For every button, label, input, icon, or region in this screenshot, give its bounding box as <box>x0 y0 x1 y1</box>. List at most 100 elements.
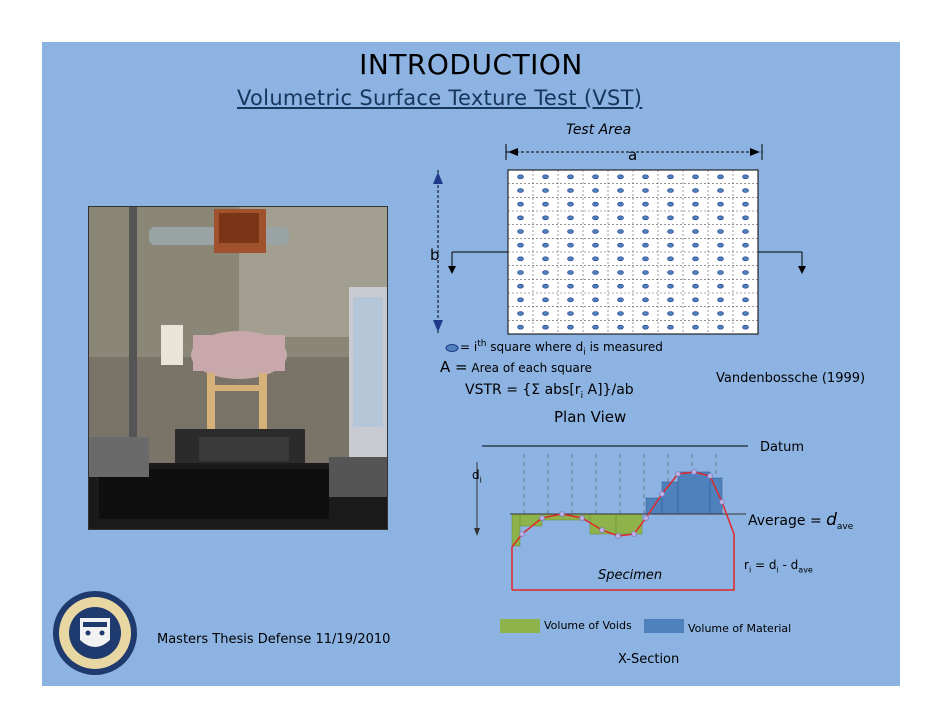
reference-text: Vandenbossche (1999) <box>716 371 865 386</box>
plan-view-caption: Plan View <box>554 408 626 426</box>
grid-point <box>693 230 699 234</box>
material-bar <box>710 478 722 514</box>
measured-square-icon <box>446 345 458 352</box>
grid-point <box>543 284 549 288</box>
grid-point <box>518 257 524 261</box>
grid-point <box>668 325 674 329</box>
material-bar <box>678 472 710 514</box>
grid-point <box>668 189 674 193</box>
grid-point <box>543 312 549 316</box>
grid-point <box>543 175 549 179</box>
profile-point <box>632 532 637 537</box>
grid-point <box>593 284 599 288</box>
grid-point <box>543 271 549 275</box>
grid-point <box>668 202 674 206</box>
grid-point <box>693 325 699 329</box>
grid-point <box>718 189 724 193</box>
profile-point <box>676 472 681 477</box>
voids-fill <box>512 514 642 546</box>
grid-point <box>618 189 624 193</box>
profile-point <box>708 474 713 479</box>
grid-point <box>693 202 699 206</box>
grid-point <box>643 175 649 179</box>
grid-point <box>543 230 549 234</box>
grid-point <box>593 257 599 261</box>
grid-point <box>668 312 674 316</box>
voids-legend-swatch <box>500 619 540 633</box>
grid-point <box>518 243 524 247</box>
void-bar <box>616 514 642 534</box>
grid-point <box>668 284 674 288</box>
grid-point <box>718 284 724 288</box>
grid-point <box>518 189 524 193</box>
grid-point <box>693 284 699 288</box>
grid-point <box>643 298 649 302</box>
a-label: a <box>628 146 637 164</box>
grid-point <box>593 230 599 234</box>
grid-point <box>518 271 524 275</box>
grid-point <box>743 202 749 206</box>
grid-point <box>618 230 624 234</box>
grid-point <box>568 202 574 206</box>
grid-point <box>518 298 524 302</box>
test-area-label: Test Area <box>566 122 631 138</box>
profile-point <box>520 532 525 537</box>
grid-point <box>618 298 624 302</box>
grid-point <box>618 325 624 329</box>
grid-point <box>568 243 574 247</box>
grid-point <box>518 284 524 288</box>
grid-point <box>643 257 649 261</box>
profile-point <box>720 500 725 505</box>
measured-square-legend: = ith square where di is measured <box>460 339 663 357</box>
grid-point <box>643 230 649 234</box>
grid-point <box>743 312 749 316</box>
grid-point <box>593 271 599 275</box>
grid-point <box>643 189 649 193</box>
grid-point <box>693 312 699 316</box>
grid-point <box>543 298 549 302</box>
grid-point <box>643 312 649 316</box>
grid-point <box>568 230 574 234</box>
vstr-formula: VSTR = {Σ abs[ri A]}/ab <box>465 382 634 401</box>
grid-point <box>668 175 674 179</box>
grid-point <box>618 257 624 261</box>
profile-point <box>580 516 585 521</box>
grid-point <box>568 189 574 193</box>
grid-point <box>718 175 724 179</box>
grid-point <box>593 312 599 316</box>
average-label: Average = dave <box>748 510 853 532</box>
material-legend-swatch <box>644 619 684 633</box>
grid-point <box>743 189 749 193</box>
grid-point <box>643 202 649 206</box>
grid-point <box>618 312 624 316</box>
specimen-label: Specimen <box>598 568 662 583</box>
grid-point <box>643 216 649 220</box>
grid-point <box>543 243 549 247</box>
grid-point <box>743 284 749 288</box>
profile-point <box>644 516 649 521</box>
grid-point <box>743 243 749 247</box>
grid-point <box>743 257 749 261</box>
grid-point <box>668 230 674 234</box>
profile-point <box>660 492 665 497</box>
b-label: b <box>430 246 440 264</box>
grid-point <box>643 243 649 247</box>
grid-point <box>543 325 549 329</box>
grid-point <box>693 189 699 193</box>
grid-point <box>668 257 674 261</box>
grid-point <box>593 189 599 193</box>
grid-point <box>618 271 624 275</box>
slide: INTRODUCTION Volumetric Surface Texture … <box>42 42 900 686</box>
material-legend-label: Volume of Material <box>688 622 791 635</box>
grid-point <box>618 284 624 288</box>
grid-point <box>718 216 724 220</box>
grid-point <box>593 175 599 179</box>
grid-point <box>568 271 574 275</box>
grid-point <box>568 257 574 261</box>
grid-point <box>643 271 649 275</box>
grid-point <box>518 312 524 316</box>
grid-point <box>568 325 574 329</box>
grid-point <box>543 189 549 193</box>
test-area-grid <box>508 170 758 334</box>
grid-point <box>518 325 524 329</box>
